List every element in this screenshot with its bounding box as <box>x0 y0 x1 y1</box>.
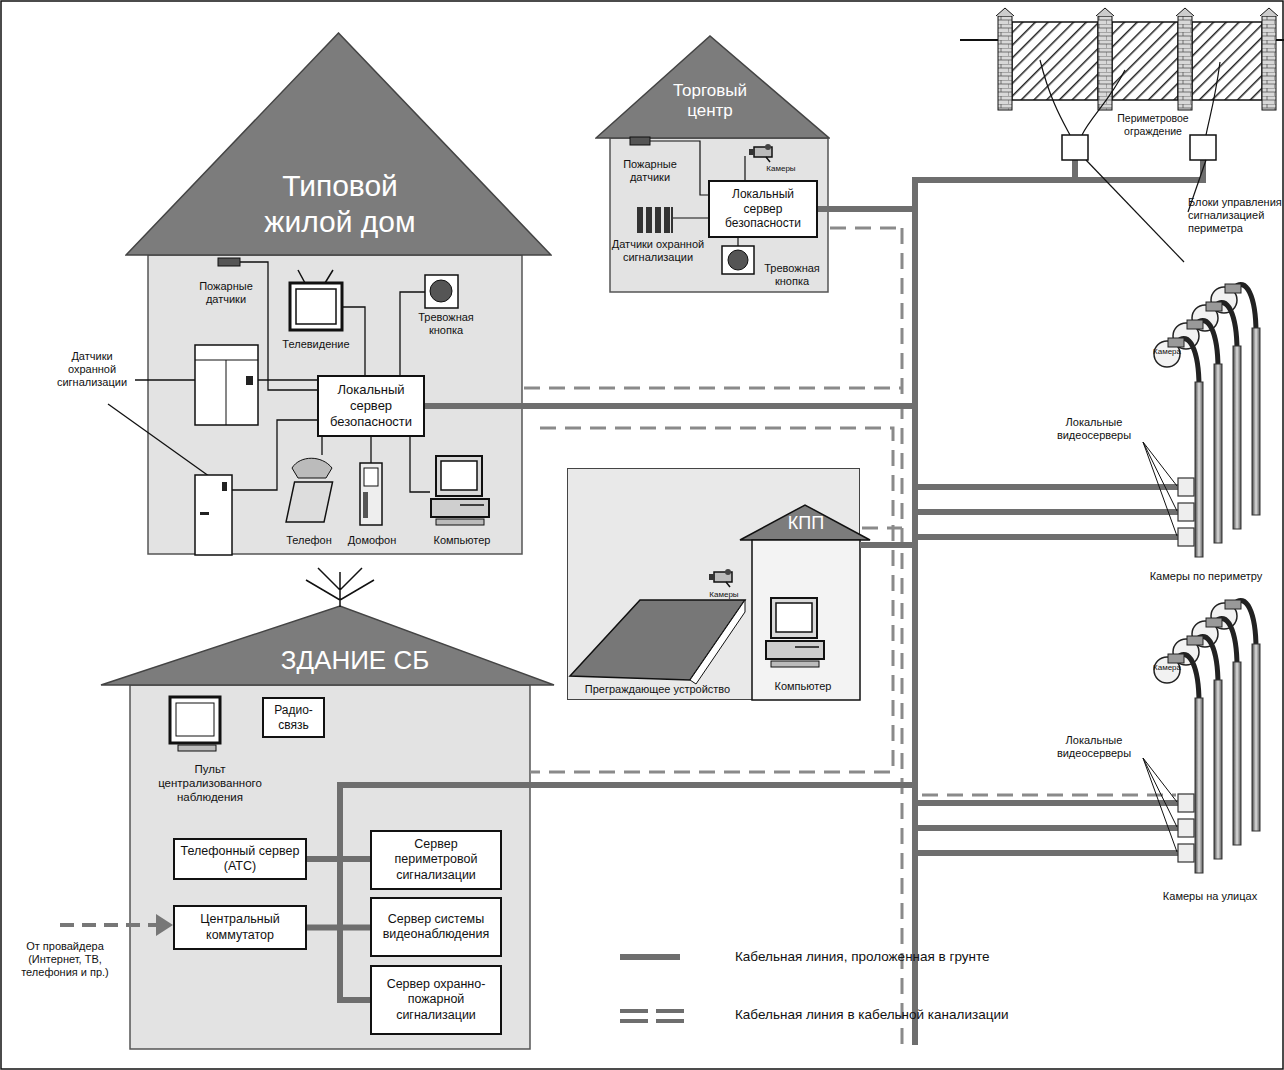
cable-connector <box>307 925 370 931</box>
legend-text: Кабельная линия, проложенная в грунте <box>735 949 1155 965</box>
pole <box>1214 680 1222 859</box>
building-roof <box>126 33 551 255</box>
pole <box>1195 382 1203 557</box>
building-title: ЗДАНИЕ СБ <box>270 645 440 676</box>
caption-text: Компьютер <box>422 534 502 547</box>
leader-line <box>1143 442 1177 511</box>
caption-text: Камеры по периметру <box>1130 570 1282 583</box>
building: ЗДАНИЕ СБ Радио- связьТелефонный сервер (… <box>100 605 555 1050</box>
caption-text: Компьютер <box>758 680 848 693</box>
caption-text: Периметровое ограждение <box>1110 112 1196 137</box>
cable-connector <box>530 209 915 785</box>
building-body <box>610 138 828 292</box>
caption-text: Камеры <box>706 590 742 600</box>
video-server <box>1178 794 1194 812</box>
ground-cable <box>918 534 1178 540</box>
pole <box>1252 644 1260 831</box>
legend-samples <box>620 957 690 1021</box>
caption-text: Преграждающее устройство <box>565 683 750 696</box>
server-box: Сервер охранно-пожарной сигнализации <box>370 965 502 1035</box>
camera-body <box>1168 654 1184 663</box>
video-server <box>1178 478 1194 496</box>
leader-line <box>1143 442 1177 486</box>
leader-line <box>1143 442 1177 536</box>
caption-text: Камера <box>1149 663 1185 673</box>
caption-text: Тревожная кнопка <box>408 311 484 337</box>
pole <box>1214 364 1222 543</box>
building-roof <box>596 36 829 138</box>
caption-text: Пульт централизованного наблюдения <box>146 763 274 804</box>
camera-body <box>1206 618 1222 627</box>
building-title: КПП <box>766 513 846 535</box>
caption-text: Камеры на улицах <box>1140 890 1280 903</box>
box-label: Сервер системы видеонаблюдения <box>377 912 495 943</box>
camera-body <box>1187 636 1203 645</box>
server-box: Локальный сервер безопасности <box>317 375 425 437</box>
cable-connector <box>530 545 915 785</box>
caption-text: Телевидение <box>275 338 357 351</box>
server-box: Локальный сервер безопасности <box>708 180 818 238</box>
camera-body <box>1225 284 1241 293</box>
cable-connector <box>307 856 370 862</box>
ground-cable <box>918 484 1178 490</box>
pole <box>1233 346 1241 529</box>
server-box: Телефонный сервер (АТС) <box>173 838 307 880</box>
ground-cable <box>918 509 1178 515</box>
house-devices <box>108 262 430 492</box>
leader-line <box>1143 758 1177 802</box>
box-label: Сервер охранно-пожарной сигнализации <box>377 977 495 1023</box>
video-server <box>1178 844 1194 862</box>
caption-text: Блоки управления сигнализацией периметра <box>1188 196 1282 236</box>
camera-body <box>1168 338 1184 347</box>
pole <box>1252 328 1260 515</box>
leader-line <box>1143 758 1177 827</box>
building-title: Типовой жилой дом <box>252 168 428 240</box>
ground-cables <box>915 160 1203 1045</box>
caption-text: Домофон <box>343 534 401 547</box>
caption-text: Камеры <box>764 164 798 174</box>
perimeter-fence <box>960 8 1284 262</box>
caption-text: Локальные видеосерверы <box>1046 734 1142 760</box>
server-box: Радио- связь <box>262 697 325 738</box>
server-box: Центральный коммутатор <box>173 905 307 950</box>
ground-cable <box>918 850 1178 856</box>
box-label: Телефонный сервер (АТС) <box>180 844 300 875</box>
duct-cables <box>524 228 1176 1045</box>
security-internal <box>60 568 530 1000</box>
ground-cable <box>918 825 1178 831</box>
caption-text: Датчики охранной сигнализации <box>610 238 706 264</box>
box-label: Центральный коммутатор <box>180 912 300 943</box>
legend-text: Кабельная линия в кабельной канализации <box>735 1007 1155 1023</box>
server-box: Сервер системы видеонаблюдения <box>370 897 502 957</box>
leader-line <box>1143 758 1177 852</box>
pole <box>1233 662 1241 845</box>
building-roof <box>101 606 554 685</box>
server-box: Сервер периметровой сигнализации <box>370 830 502 890</box>
video-server <box>1178 528 1194 546</box>
video-server <box>1178 819 1194 837</box>
cable-connector <box>425 406 915 785</box>
checkpoint-drawing <box>570 505 870 700</box>
building-body <box>130 685 530 1049</box>
box-label: Радио- связь <box>269 703 318 732</box>
caption-text: Датчики охранной сигнализации <box>46 350 138 390</box>
caption-text: Локальные видеосерверы <box>1046 416 1142 442</box>
camera-body <box>1206 302 1222 311</box>
caption-text: Телефон <box>276 534 342 547</box>
box-label: Локальный сервер безопасности <box>324 382 418 430</box>
box-label: Локальный сервер безопасности <box>715 187 811 231</box>
camera-body <box>1225 600 1241 609</box>
camera-body <box>1187 320 1203 329</box>
caption-text: Пожарные датчики <box>612 158 688 184</box>
video-server <box>1178 503 1194 521</box>
caption-text: Камера <box>1149 347 1185 357</box>
ground-cable <box>918 800 1178 806</box>
caption-text: От провайдера (Интернет, ТВ, телефония и… <box>8 940 122 980</box>
box-label: Сервер периметровой сигнализации <box>377 837 495 883</box>
caption-text: Пожарные датчики <box>184 280 268 306</box>
pole <box>1195 698 1203 873</box>
building-title: Торговый центр <box>650 81 770 122</box>
caption-text: Тревожная кнопка <box>757 262 827 288</box>
